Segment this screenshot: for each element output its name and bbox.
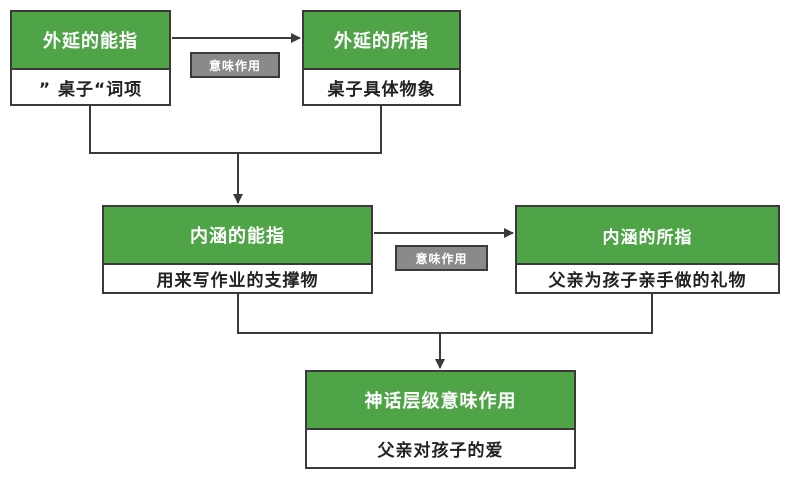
myth-signification-content: 父亲对孩子的爱 xyxy=(377,441,504,461)
denotation-signifier-content: ” 桌子“词项 xyxy=(38,79,143,100)
connotation-signified-content: 父亲为孩子亲手做的礼物 xyxy=(548,271,747,291)
connotation-signifier-title: 内涵的能指 xyxy=(104,207,371,265)
denotation-signified-content: 桌子具体物象 xyxy=(327,79,436,100)
denotation-signifier-box: 外延的能指 ” 桌子“词项 xyxy=(10,10,171,106)
merge-line-connotation xyxy=(237,294,653,334)
denotation-signified-title: 外延的所指 xyxy=(304,12,459,70)
connotation-signifier-box: 内涵的能指 用来写作业的支撑物 xyxy=(102,205,373,294)
connotation-signification-label: 意味作用 xyxy=(395,245,488,271)
myth-signification-box: 神话层级意味作用 父亲对孩子的爱 xyxy=(305,370,576,469)
denotation-signified-box: 外延的所指 桌子具体物象 xyxy=(302,10,461,106)
connotation-signified-box: 内涵的所指 父亲为孩子亲手做的礼物 xyxy=(515,205,780,294)
myth-signification-title: 神话层级意味作用 xyxy=(307,372,574,430)
connotation-signifier-content: 用来写作业的支撑物 xyxy=(156,271,319,291)
denotation-signifier-title: 外延的能指 xyxy=(12,12,169,70)
merge-line-denotation xyxy=(89,106,382,154)
connotation-signified-title: 内涵的所指 xyxy=(517,207,778,265)
denotation-signification-label: 意味作用 xyxy=(190,52,280,78)
